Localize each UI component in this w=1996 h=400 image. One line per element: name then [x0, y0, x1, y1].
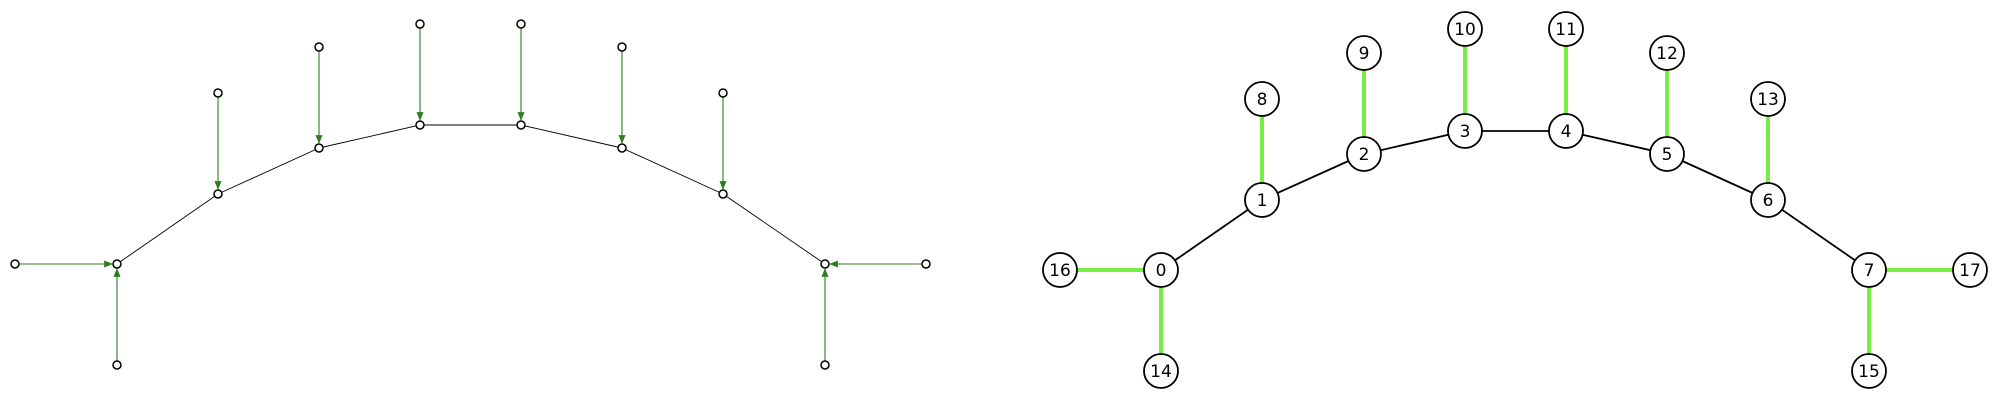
- graph-node-circle: [1346, 35, 1382, 71]
- graph-node-label: 5: [1662, 145, 1673, 165]
- graph-node-label: 2: [1359, 145, 1370, 165]
- small-node-marker: [415, 120, 425, 130]
- graph-node-label: 4: [1561, 122, 1572, 142]
- graph-node-circle: [1244, 81, 1280, 117]
- structure-member-line: [217, 147, 320, 195]
- graph-node-circle: [1042, 252, 1078, 288]
- structure-member-line: [621, 147, 724, 195]
- graph-node-circle: [1143, 252, 1179, 288]
- graph-node-circle: [1548, 113, 1584, 149]
- graph-node-circle: [1346, 136, 1382, 172]
- graph-node-label: 0: [1156, 261, 1167, 281]
- structure-member-line: [722, 193, 826, 265]
- graph-node-circle: [1143, 353, 1179, 389]
- graph-node-label: 1: [1257, 191, 1268, 211]
- graph-node-label: 16: [1049, 261, 1071, 281]
- graph-node-label: 12: [1656, 44, 1678, 64]
- graph-node-circle: [1649, 35, 1685, 71]
- small-node-marker: [718, 88, 728, 98]
- graph-edge-black: [1261, 153, 1365, 201]
- small-node-marker: [617, 42, 627, 52]
- small-node-marker: [820, 360, 830, 370]
- graph-node-label: 8: [1257, 90, 1268, 110]
- small-node-marker: [718, 189, 728, 199]
- graph-node-label: 3: [1460, 122, 1471, 142]
- graph-node-circle: [1447, 11, 1483, 47]
- small-node-marker: [213, 88, 223, 98]
- graph-node-circle: [1548, 11, 1584, 47]
- graph-node-circle: [1851, 353, 1887, 389]
- small-node-marker: [516, 120, 526, 130]
- graph-node-label: 17: [1959, 261, 1981, 281]
- small-node-marker: [213, 189, 223, 199]
- structure-member-line: [116, 193, 219, 265]
- graph-node-circle: [1649, 136, 1685, 172]
- small-node-marker: [10, 259, 20, 269]
- graph-node-label: 9: [1359, 44, 1370, 64]
- graph-node-circle: [1750, 182, 1786, 218]
- structure-member-line: [520, 124, 623, 149]
- graph-node-label: 14: [1150, 362, 1172, 382]
- small-node-marker: [820, 259, 830, 269]
- graph-node-label: 13: [1757, 90, 1779, 110]
- small-node-marker: [516, 19, 526, 29]
- graph-edge-black: [1160, 199, 1263, 271]
- graph-edge-black: [1767, 199, 1870, 271]
- graph-node-label: 7: [1864, 261, 1875, 281]
- small-node-marker: [617, 143, 627, 153]
- left-structure-figure: [10, 19, 931, 370]
- small-node-marker: [314, 143, 324, 153]
- small-node-marker: [415, 19, 425, 29]
- graph-node-label: 11: [1555, 20, 1577, 40]
- small-node-marker: [112, 259, 122, 269]
- small-node-marker: [314, 42, 324, 52]
- small-node-marker: [921, 259, 931, 269]
- graph-node-circle: [1244, 182, 1280, 218]
- graph-edge-black: [1666, 153, 1769, 201]
- graph-node-circle: [1851, 252, 1887, 288]
- graph-node-label: 15: [1858, 362, 1880, 382]
- graph-node-circle: [1447, 113, 1483, 149]
- graph-node-label: 6: [1763, 191, 1774, 211]
- structure-member-line: [318, 124, 421, 149]
- graph-node-circle: [1750, 81, 1786, 117]
- small-node-marker: [112, 360, 122, 370]
- graph-node-label: 10: [1454, 20, 1476, 40]
- graph-node-circle: [1952, 252, 1988, 288]
